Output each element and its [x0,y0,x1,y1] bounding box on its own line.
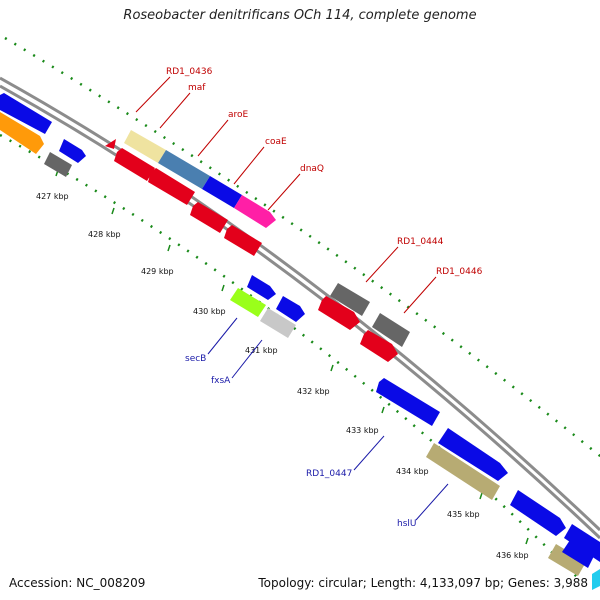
tick-labels: 427 kbp 428 kbp 429 kbp 430 kbp 431 kbp … [36,192,529,560]
gene-red-3[interactable] [190,202,228,233]
genome-backbone [0,76,600,540]
gene-pale-yellow-rd1_0436[interactable] [124,130,166,163]
label-rd1_0447[interactable]: RD1_0447 [306,469,352,479]
tick-label-430: 430 kbp [193,307,226,316]
leader-aroe [197,119,229,157]
tick-label-428: 428 kbp [88,230,121,239]
gene-blue-430a[interactable] [247,275,276,300]
tick-433 [381,406,385,414]
label-hslu[interactable]: hslU [397,519,416,529]
gene-blue-rd1_0447[interactable] [376,378,440,426]
gene-khaki-436[interactable] [548,544,586,576]
leader-hslu [415,483,449,521]
leader-lines [135,76,449,521]
gene-blue-left-top[interactable] [0,93,52,134]
gene-red-rd1_0446[interactable] [360,330,398,362]
label-secb[interactable]: secB [185,354,206,364]
tick-label-432: 432 kbp [297,387,330,396]
backbone-inner [0,84,600,540]
gene-red-dnaq[interactable] [224,225,262,256]
gene-blue-edge[interactable] [564,524,600,562]
label-dnaq[interactable]: dnaQ [300,164,324,174]
tick-label-429: 429 kbp [141,267,174,276]
leader-rd1_0436 [135,76,171,113]
leader-rd1_0446 [403,276,437,314]
leader-rd1_0447 [353,435,385,471]
gene-blue-436b[interactable] [562,540,594,568]
label-rd1_0446[interactable]: RD1_0446 [436,267,483,277]
gene-red-2[interactable] [148,168,195,205]
tick-435 [479,492,483,500]
inner-genes [114,148,600,590]
leader-maf [159,92,191,129]
gene-darkgray-small-left[interactable] [44,152,72,177]
gene-red-rd1_0444[interactable] [318,296,360,330]
gene-red-1[interactable] [114,148,155,181]
gene-magenta-coae[interactable] [234,195,276,228]
gene-labels: RD1_0436 maf aroE coaE dnaQ RD1_0444 RD1… [166,67,483,529]
map-title: Roseobacter denitrificans OCh 114, compl… [123,8,477,23]
inner-dotted-track [0,133,581,581]
gene-orange-left[interactable] [0,112,44,154]
outer-genes [0,93,410,347]
tick-label-435: 435 kbp [447,510,480,519]
topology-text: Topology: circular; Length: 4,133,097 bp… [258,576,588,590]
tick-label-434: 434 kbp [396,467,429,476]
tick-430 [221,284,225,292]
tick-436 [525,537,529,545]
leader-dnaq [267,173,301,211]
gene-blue-430b[interactable] [276,296,305,322]
gene-steelblue-maf[interactable] [158,150,210,189]
ticks [55,169,529,545]
tick-428 [111,207,115,215]
gene-red-tiny[interactable] [105,139,116,149]
label-fxsa[interactable]: fxsA [211,376,231,386]
outer-dotted-track [4,36,600,458]
gene-cyan-edge[interactable] [592,569,600,590]
gene-lightgray-fxsa[interactable] [260,308,296,338]
label-rd1_0444[interactable]: RD1_0444 [397,237,444,247]
tick-label-433: 433 kbp [346,426,379,435]
gene-darkgray-rd1_0446[interactable] [372,313,410,347]
leader-secb [207,317,238,355]
gene-blue-aroe[interactable] [202,176,242,208]
accession-text: Accession: NC_008209 [9,576,146,590]
gene-blue-436[interactable] [510,490,566,536]
tick-label-436: 436 kbp [496,551,529,560]
backbone-outer [0,76,600,532]
tick-432 [330,364,334,372]
tick-label-431: 431 kbp [245,346,278,355]
leader-rd1_0444 [365,246,399,283]
label-coae[interactable]: coaE [265,137,287,147]
leader-fxsa [231,339,263,379]
tick-label-427: 427 kbp [36,192,69,201]
tick-429 [167,244,171,252]
label-maf[interactable]: maf [188,83,206,93]
leader-coae [233,146,265,185]
gene-blue-434[interactable] [438,428,508,481]
dotted-tracks [0,36,600,581]
gene-blue-small-left[interactable] [59,139,86,163]
label-rd1_0436[interactable]: RD1_0436 [166,67,213,77]
gene-lime-secb[interactable] [230,288,266,317]
gene-darkgray-rd1_0444[interactable] [330,283,370,316]
label-aroe[interactable]: aroE [228,110,249,120]
gene-khaki-hslu[interactable] [426,443,500,500]
